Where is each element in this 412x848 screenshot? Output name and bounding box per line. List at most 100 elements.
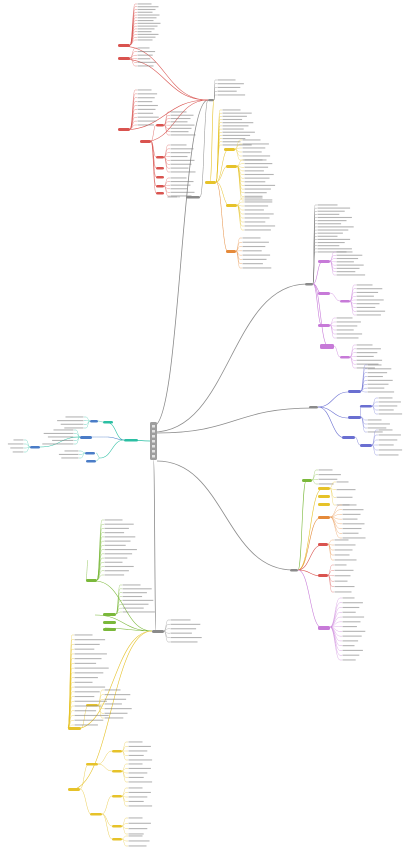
leaf-branch bbox=[327, 570, 333, 576]
leaf-text bbox=[104, 570, 129, 572]
branch-connector bbox=[209, 99, 215, 183]
topic-node bbox=[340, 356, 350, 359]
leaf-text bbox=[244, 199, 273, 201]
leaf-branch bbox=[121, 825, 127, 835]
leaf-branch bbox=[349, 288, 355, 302]
leaf-text bbox=[65, 416, 84, 418]
leaf-branch bbox=[371, 397, 377, 407]
topic-node bbox=[103, 621, 116, 624]
topic-node bbox=[68, 727, 81, 730]
leaf-branch bbox=[360, 364, 366, 392]
topic-node bbox=[156, 185, 164, 188]
leaf-text bbox=[167, 196, 178, 198]
branch-connector bbox=[94, 614, 153, 632]
leaf-branch bbox=[371, 444, 377, 451]
branch-connector bbox=[80, 705, 89, 729]
leaf-text bbox=[137, 33, 159, 35]
leaf-text bbox=[367, 375, 383, 378]
leaf-text bbox=[367, 364, 382, 366]
leaf-text bbox=[137, 31, 152, 33]
topic-node bbox=[224, 148, 235, 151]
leaf-text bbox=[342, 645, 355, 647]
leaf-text bbox=[137, 25, 158, 27]
leaf-text bbox=[60, 423, 84, 425]
leaf-branch bbox=[25, 446, 31, 453]
leaf-text bbox=[222, 112, 252, 114]
leaf-text bbox=[336, 264, 364, 266]
leaf-text bbox=[74, 677, 98, 679]
topic-node bbox=[112, 795, 122, 798]
leaf-text bbox=[336, 317, 353, 319]
branch-connector bbox=[359, 405, 362, 418]
trunk-connector bbox=[156, 460, 294, 571]
leaf-branch bbox=[121, 817, 127, 827]
leaf-branch bbox=[329, 324, 335, 339]
leaf-branch bbox=[85, 420, 91, 429]
leaf-text bbox=[128, 817, 143, 819]
leaf-text bbox=[137, 47, 150, 49]
leaf-text bbox=[244, 184, 276, 186]
leaf-text bbox=[74, 681, 93, 683]
leaf-branch bbox=[329, 487, 335, 506]
leaf-branch bbox=[329, 626, 341, 661]
leaf-text bbox=[74, 667, 109, 669]
leaf-text bbox=[336, 333, 363, 335]
leaf-text bbox=[170, 177, 187, 179]
topic-node bbox=[226, 165, 237, 168]
leaf-text bbox=[378, 401, 401, 403]
leaf-text bbox=[342, 597, 355, 599]
branch-node bbox=[152, 630, 164, 633]
leaf-text bbox=[170, 619, 191, 621]
branch-connector bbox=[39, 436, 81, 448]
branch-connector bbox=[150, 140, 157, 194]
leaf-text bbox=[222, 128, 244, 130]
leaf-text bbox=[342, 527, 362, 530]
branch-connector bbox=[150, 124, 157, 142]
leaf-branch bbox=[327, 564, 333, 576]
leaf-text bbox=[137, 89, 152, 91]
leaf-text bbox=[47, 436, 74, 438]
topic-node bbox=[318, 574, 328, 577]
leaf-text bbox=[222, 115, 247, 117]
leaf-branch bbox=[121, 750, 127, 761]
leaf-branch bbox=[371, 405, 377, 411]
branch-connector bbox=[121, 45, 209, 101]
leaf-text bbox=[170, 124, 195, 126]
leaf-text bbox=[244, 195, 263, 197]
leaf-branch bbox=[121, 787, 127, 797]
leaf-branch bbox=[97, 704, 103, 719]
leaf-branch bbox=[236, 204, 243, 227]
branch-connector bbox=[74, 630, 153, 730]
topic-node bbox=[80, 436, 92, 439]
leaf-text bbox=[367, 391, 395, 393]
leaf-text bbox=[128, 781, 153, 783]
leaf-text bbox=[170, 191, 195, 193]
leaf-text bbox=[356, 306, 376, 308]
leaf-text bbox=[367, 368, 392, 370]
leaf-text bbox=[317, 229, 349, 231]
leaf-text bbox=[356, 363, 379, 365]
leaf-branch bbox=[329, 516, 341, 529]
leaf-text bbox=[137, 17, 157, 19]
leaf-text bbox=[122, 599, 154, 601]
leaf-text bbox=[244, 197, 263, 199]
leaf-text bbox=[137, 120, 157, 122]
leaf-text bbox=[336, 254, 363, 256]
branch-connector bbox=[317, 391, 349, 408]
leaf-text bbox=[378, 405, 398, 407]
branch-connector bbox=[333, 345, 341, 358]
leaf-text bbox=[104, 561, 123, 563]
leaf-text bbox=[170, 163, 192, 165]
leaf-text bbox=[222, 138, 246, 140]
leaf-branch bbox=[121, 795, 127, 807]
leaf-text bbox=[342, 611, 356, 613]
leaf-text bbox=[170, 159, 195, 161]
leaf-text bbox=[170, 148, 194, 150]
leaf-text bbox=[356, 291, 379, 293]
leaf-branch bbox=[329, 602, 341, 628]
leaf-text bbox=[217, 90, 237, 92]
branch-connector bbox=[101, 795, 113, 815]
leaf-text bbox=[170, 632, 192, 634]
